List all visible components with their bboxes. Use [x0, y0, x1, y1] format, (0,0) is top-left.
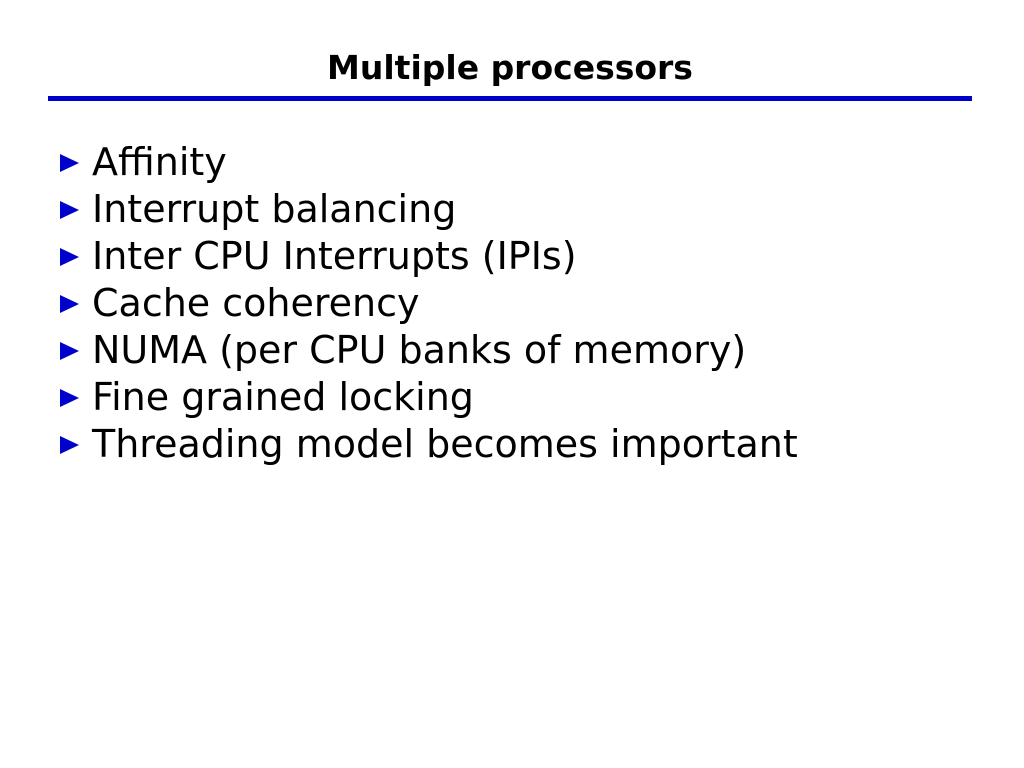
triangle-right-bullet-icon	[60, 233, 82, 280]
page-title: Multiple processors	[327, 48, 693, 87]
list-item: Affinity	[56, 139, 996, 186]
triangle-right-bullet-icon	[60, 280, 82, 327]
triangle-right-bullet-icon	[60, 139, 82, 186]
bullet-list: Affinity Interrupt balancing Inter CPU I…	[56, 139, 996, 468]
triangle-right-bullet-icon	[60, 186, 82, 233]
triangle-right-bullet-icon	[60, 421, 82, 468]
triangle-right-bullet-icon	[60, 327, 82, 374]
title-underline-rule	[48, 96, 972, 101]
triangle-right-bullet-icon	[60, 374, 82, 421]
list-item-label: Affinity	[92, 140, 227, 184]
list-item-label: NUMA (per CPU banks of memory)	[92, 328, 747, 372]
list-item-label: Threading model becomes important	[92, 422, 798, 466]
list-item-label: Cache coherency	[92, 281, 420, 325]
list-item-label: Fine grained locking	[92, 375, 474, 419]
list-item: Interrupt balancing	[56, 186, 996, 233]
list-item: Cache coherency	[56, 280, 996, 327]
list-item: Inter CPU Interrupts (IPIs)	[56, 233, 996, 280]
list-item: Fine grained locking	[56, 374, 996, 421]
list-item-label: Interrupt balancing	[92, 187, 457, 231]
list-item: Threading model becomes important	[56, 421, 996, 468]
list-item-label: Inter CPU Interrupts (IPIs)	[92, 234, 577, 278]
list-item: NUMA (per CPU banks of memory)	[56, 327, 996, 374]
